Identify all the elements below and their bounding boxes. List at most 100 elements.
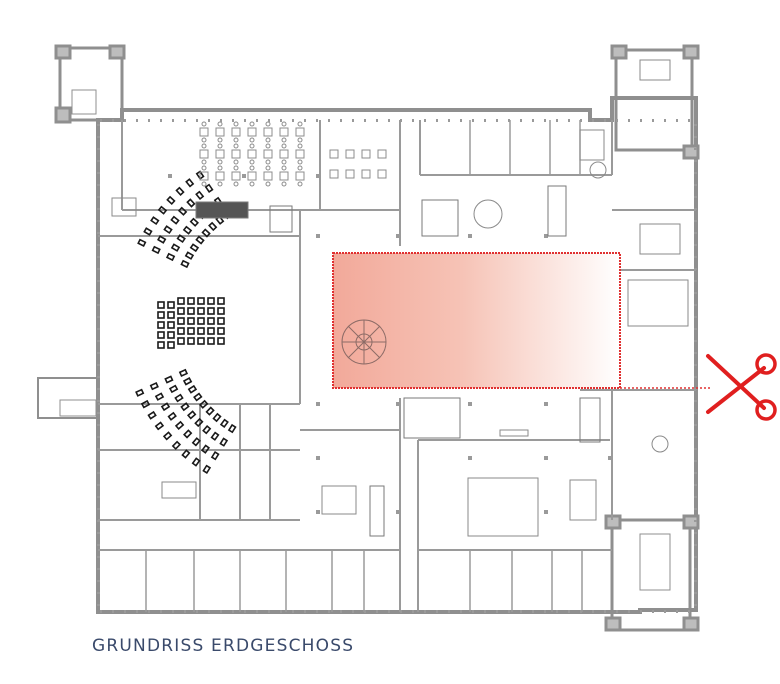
seat — [197, 337, 205, 345]
facade-mullion — [688, 610, 690, 613]
facade-mullion — [694, 376, 697, 378]
facade-mullion — [694, 352, 697, 354]
facade-mullion — [448, 610, 450, 613]
cafe-table — [231, 127, 241, 137]
seat — [189, 243, 200, 253]
seat — [181, 449, 191, 459]
facade-mullion — [628, 119, 630, 122]
cafe-chair — [281, 137, 287, 143]
facade-mullion — [556, 119, 558, 122]
seat — [217, 317, 225, 325]
cafe-chair — [233, 137, 239, 143]
facade-mullion — [412, 610, 414, 613]
facade-mullion — [694, 496, 697, 498]
facade-mullion — [97, 220, 100, 222]
cafe-chair — [217, 121, 223, 127]
facade-mullion — [424, 610, 426, 613]
scissors-icon — [706, 353, 777, 421]
facade-mullion — [97, 400, 100, 402]
facade-mullion — [97, 124, 100, 126]
cafe-table — [247, 171, 257, 181]
facade-mullion — [208, 119, 210, 122]
seat — [180, 259, 190, 269]
cafe-chair — [281, 165, 287, 171]
cafe-chair — [265, 137, 271, 143]
facade-mullion — [592, 610, 594, 613]
facade-mullion — [436, 610, 438, 613]
facade-mullion — [340, 610, 342, 613]
cafe-chair — [217, 143, 223, 149]
facade-mullion — [148, 610, 150, 613]
facade-mullion — [97, 268, 100, 270]
cafe-table — [345, 149, 355, 159]
facade-mullion — [280, 119, 282, 122]
facade-mullion — [694, 304, 697, 306]
seat — [178, 368, 189, 378]
seat — [184, 251, 195, 260]
staircases — [195, 185, 601, 537]
seat — [177, 317, 185, 325]
seat — [187, 307, 195, 315]
facade-mullion — [400, 610, 402, 613]
facade-mullion — [136, 119, 138, 122]
seat — [168, 384, 179, 394]
cafeteria-tables — [199, 121, 387, 187]
seat — [186, 198, 196, 208]
seat — [177, 337, 185, 345]
facade-mullion — [694, 568, 697, 570]
cafe-chair — [281, 181, 287, 187]
cafe-chair — [217, 159, 223, 165]
seat — [207, 307, 215, 315]
facade-mullion — [316, 610, 318, 613]
seat — [170, 215, 180, 225]
facade-mullion — [304, 610, 306, 613]
seat — [207, 317, 215, 325]
facade-mullion — [448, 119, 450, 122]
facade-mullion — [694, 160, 697, 162]
cafe-table — [263, 171, 273, 181]
cafe-chair — [233, 181, 239, 187]
facade-mullion — [97, 556, 100, 558]
seat — [201, 228, 211, 238]
facade-mullion — [694, 472, 697, 474]
facade-mullion — [694, 220, 697, 222]
facade-mullion — [694, 544, 697, 546]
seat — [227, 423, 237, 434]
seat — [170, 243, 181, 252]
cafe-chair — [201, 165, 207, 171]
cafe-table — [231, 171, 241, 181]
facade-mullion — [208, 610, 210, 613]
facade-mullion — [694, 184, 697, 186]
facade-mullion — [676, 119, 678, 122]
facade-mullion — [628, 610, 630, 613]
seat — [182, 225, 193, 235]
cafe-chair — [265, 159, 271, 165]
column — [316, 174, 320, 178]
facade-mullion — [97, 232, 100, 234]
seat — [143, 227, 153, 236]
cafe-chair — [201, 143, 207, 149]
seat — [191, 437, 201, 447]
facade-mullion — [388, 610, 390, 613]
facade-mullion — [694, 136, 697, 138]
facade-mullion — [97, 472, 100, 474]
facade-mullion — [688, 119, 690, 122]
column — [316, 402, 320, 406]
facade-mullion — [694, 532, 697, 534]
cafe-chair — [281, 143, 287, 149]
seat — [177, 307, 185, 315]
facade-mullion — [652, 119, 654, 122]
seat — [157, 301, 165, 309]
spiral-staircase — [341, 319, 387, 365]
column — [242, 174, 246, 178]
facade-mullion — [97, 172, 100, 174]
seat — [167, 321, 175, 329]
cafe-chair — [249, 143, 255, 149]
facade-mullion — [328, 610, 330, 613]
facade-mullion — [97, 544, 100, 546]
facade-mullion — [97, 520, 100, 522]
seat — [171, 440, 182, 450]
facade-mullion — [160, 119, 162, 122]
cafe-chair — [249, 165, 255, 171]
facade-mullion — [694, 436, 697, 438]
